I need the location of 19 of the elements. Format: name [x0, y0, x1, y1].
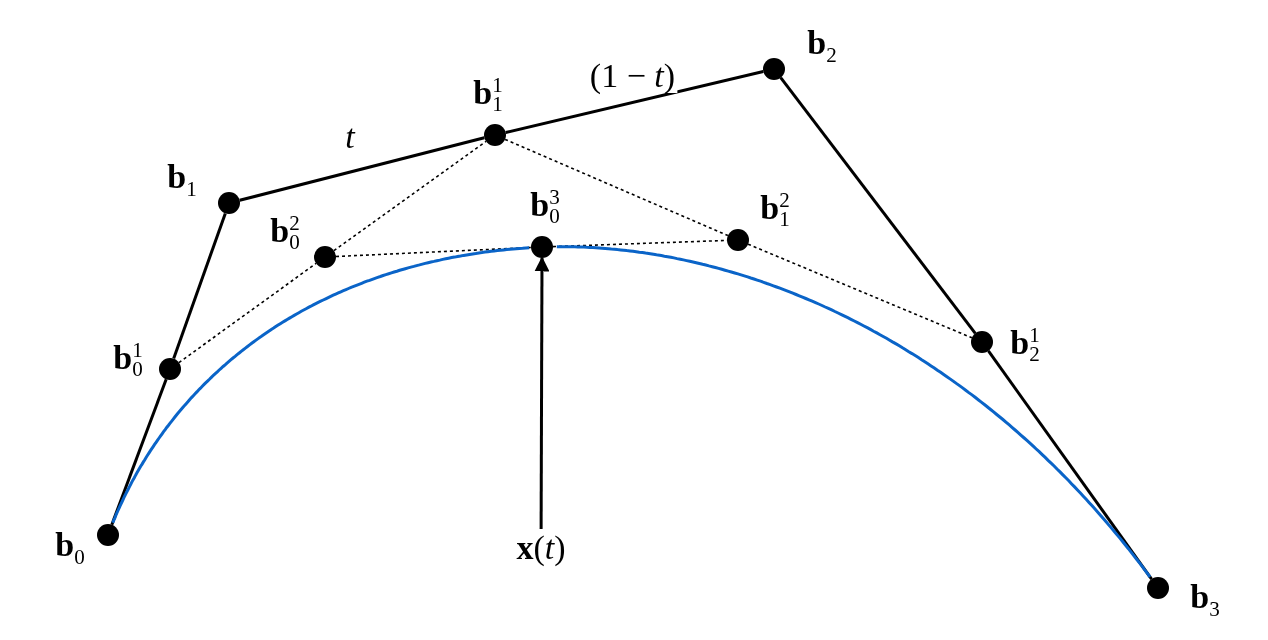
dashed-line [335, 246, 532, 258]
line [110, 378, 168, 526]
bezier-curve [111, 246, 530, 524]
dashed-line [747, 243, 973, 339]
bezier-curve [556, 245, 1152, 578]
point-label: b$_{3}$ [1190, 580, 1220, 620]
dashed-line [333, 140, 487, 252]
line [779, 76, 977, 335]
point-label: b$_{0}$ [55, 528, 85, 568]
arrow [534, 256, 550, 529]
line [239, 136, 485, 202]
point-label: b$_{1}$ [167, 160, 197, 200]
dashed-line [178, 262, 317, 364]
line [505, 70, 764, 134]
point-label: b$_{2}$ [807, 26, 837, 66]
function-label: x(t) [516, 531, 566, 565]
line [172, 212, 227, 360]
dashed-line [504, 138, 729, 237]
line [987, 350, 1153, 580]
